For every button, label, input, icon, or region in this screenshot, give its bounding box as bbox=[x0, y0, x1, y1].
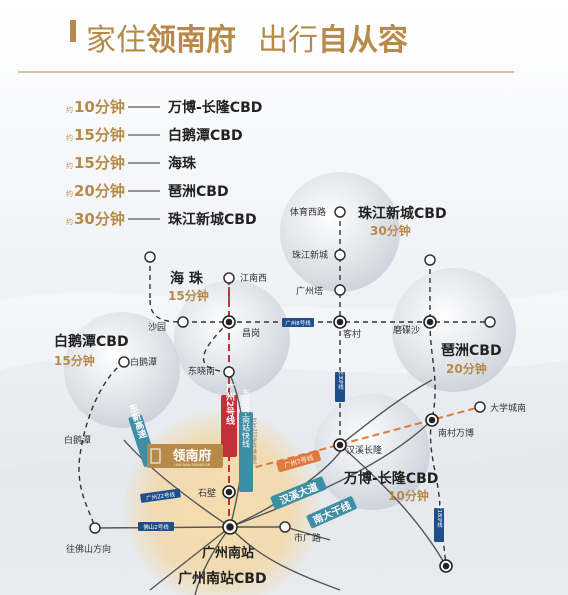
svg-text:海 珠: 海 珠 bbox=[170, 270, 204, 287]
line-label-dongxiaonan: 东晓南-南站快线 bbox=[239, 388, 253, 492]
svg-text:琶洲CBD: 琶洲CBD bbox=[168, 184, 229, 200]
legend-row: 约 10分钟 万博-长隆CBD bbox=[66, 98, 262, 116]
line-label-line8: 广州8号线 bbox=[282, 318, 314, 327]
svg-text:30分钟: 30分钟 bbox=[74, 210, 125, 228]
line-label-line2: 广州2号线 bbox=[221, 382, 237, 457]
svg-text:白鹅潭: 白鹅潭 bbox=[64, 434, 91, 446]
svg-text:广州18号线: 广州18号线 bbox=[436, 497, 443, 527]
svg-text:广州南站: 广州南站 bbox=[202, 545, 254, 561]
svg-text:东晓南: 东晓南 bbox=[188, 365, 215, 377]
svg-text:万博-长隆CBD: 万博-长隆CBD bbox=[167, 99, 262, 116]
svg-text:珠江新城CBD: 珠江新城CBD bbox=[168, 211, 257, 228]
svg-text:约: 约 bbox=[66, 161, 73, 170]
stations bbox=[89, 206, 496, 534]
svg-text:白鹅潭: 白鹅潭 bbox=[130, 356, 157, 368]
svg-text:东晓南-南站快线: 东晓南-南站快线 bbox=[242, 388, 251, 448]
project-logo: 领南府 LINGNAN MANSION bbox=[147, 444, 223, 468]
svg-text:体育西路: 体育西路 bbox=[290, 206, 326, 218]
legend-row: 约 15分钟 海珠 bbox=[66, 154, 197, 172]
line-label-line18: 广州18号线 bbox=[434, 497, 444, 542]
svg-text:白鹅潭CBD: 白鹅潭CBD bbox=[54, 333, 129, 350]
svg-text:约: 约 bbox=[66, 217, 73, 226]
district-orb-baietan bbox=[64, 312, 180, 428]
line-note: (已于2024年开通运营) bbox=[252, 418, 258, 465]
station-names: 体育西路 珠江新城 广州塔 江南西 沙园 昌岗 客村 磨碟沙 白鹅潭 东晓南 大… bbox=[64, 206, 526, 555]
svg-text:广州8号线: 广州8号线 bbox=[285, 319, 311, 327]
svg-text:约: 约 bbox=[66, 189, 73, 198]
svg-text:往佛山方向: 往佛山方向 bbox=[66, 543, 111, 555]
svg-text:市广路: 市广路 bbox=[294, 532, 321, 544]
svg-text:15分钟: 15分钟 bbox=[74, 126, 125, 144]
header-marker bbox=[70, 20, 76, 42]
district-labels: 珠江新城CBD 30分钟 海 珠 15分钟 白鹅潭CBD 15分钟 琶洲CBD … bbox=[54, 205, 502, 587]
svg-text:石壁: 石壁 bbox=[198, 487, 216, 499]
svg-text:15分钟: 15分钟 bbox=[168, 288, 209, 303]
district-orb-wanbo bbox=[314, 394, 430, 510]
svg-text:昌岗: 昌岗 bbox=[242, 328, 260, 339]
line-label-line3: 广州3号线 bbox=[335, 363, 345, 402]
legend-row: 约 20分钟 琶洲CBD bbox=[66, 182, 229, 200]
svg-text:10分钟: 10分钟 bbox=[74, 98, 125, 116]
legend: 约 10分钟 万博-长隆CBD 约 15分钟 白鹅潭CBD 约 15分钟 海珠 … bbox=[66, 98, 262, 228]
svg-text:南村万博: 南村万博 bbox=[438, 427, 474, 439]
legend-row: 约 15分钟 白鹅潭CBD bbox=[66, 126, 243, 144]
svg-text:领南府: 领南府 bbox=[172, 448, 211, 464]
svg-text:白鹅潭CBD: 白鹅潭CBD bbox=[168, 127, 243, 144]
svg-text:广州南站CBD: 广州南站CBD bbox=[178, 570, 267, 587]
svg-text:佛山2号线: 佛山2号线 bbox=[143, 523, 169, 531]
svg-text:万博-长隆CBD: 万博-长隆CBD bbox=[343, 470, 438, 487]
header-title: 家住领南府出行自从容 bbox=[86, 23, 408, 57]
svg-text:汉溪长隆: 汉溪长隆 bbox=[346, 444, 382, 456]
svg-text:磨碟沙: 磨碟沙 bbox=[393, 325, 420, 336]
district-orb-haizhu bbox=[174, 280, 290, 396]
svg-text:20分钟: 20分钟 bbox=[446, 361, 487, 376]
svg-text:广州塔: 广州塔 bbox=[296, 285, 323, 297]
interchange-stations bbox=[222, 315, 453, 573]
svg-text:客村: 客村 bbox=[343, 328, 361, 340]
svg-text:广州2号线: 广州2号线 bbox=[224, 382, 236, 426]
svg-text:约: 约 bbox=[66, 133, 73, 142]
line-label-foshan2: 佛山2号线 bbox=[138, 522, 174, 531]
svg-text:20分钟: 20分钟 bbox=[74, 182, 125, 200]
svg-text:大学城南: 大学城南 bbox=[490, 402, 526, 414]
svg-text:珠江新城: 珠江新城 bbox=[292, 249, 328, 261]
legend-row: 约 30分钟 珠江新城CBD bbox=[66, 210, 257, 228]
svg-text:珠江新城CBD: 珠江新城CBD bbox=[358, 205, 447, 222]
svg-text:海珠: 海珠 bbox=[168, 155, 197, 172]
svg-text:广州3号线: 广州3号线 bbox=[337, 363, 344, 390]
svg-text:江南西: 江南西 bbox=[240, 272, 267, 284]
svg-text:琶洲CBD: 琶洲CBD bbox=[441, 343, 502, 359]
svg-text:10分钟: 10分钟 bbox=[388, 488, 429, 503]
svg-text:约: 约 bbox=[66, 105, 73, 114]
district-orb-pazhou bbox=[392, 268, 516, 392]
svg-text:沙园: 沙园 bbox=[148, 322, 166, 333]
svg-text:30分钟: 30分钟 bbox=[370, 223, 411, 238]
svg-text:15分钟: 15分钟 bbox=[54, 353, 95, 368]
line7-orange bbox=[244, 406, 481, 471]
svg-text:15分钟: 15分钟 bbox=[74, 154, 125, 172]
svg-text:LINGNAN MANSION: LINGNAN MANSION bbox=[174, 462, 211, 467]
